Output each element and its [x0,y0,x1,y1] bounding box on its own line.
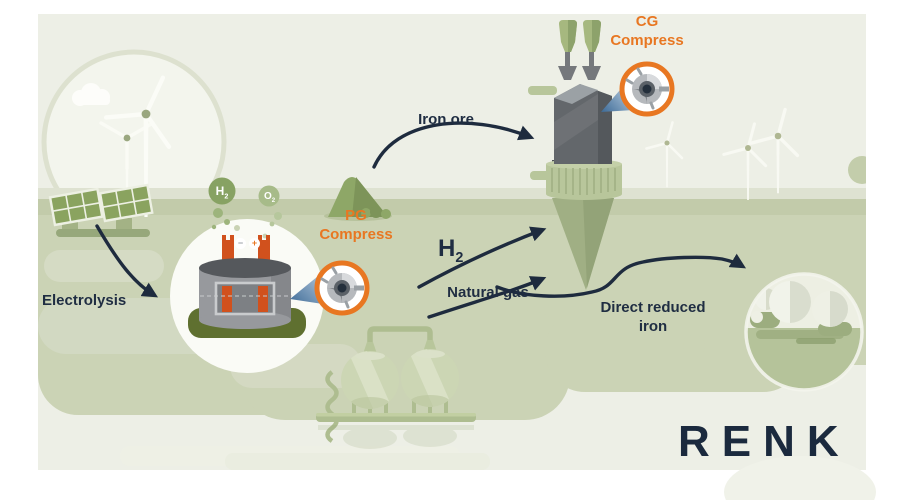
electrolyzer-minus-terminal: − [235,238,246,249]
iron-ore-pile-icon [324,177,392,221]
h2-arrow [417,226,547,289]
pg-compressor-callout [290,263,367,313]
pg-compress-line2: Compress [319,226,393,243]
shaft-furnace-icon [528,20,622,290]
electrolysis-label: Electrolysis [42,292,127,309]
h2-bubble-subscript: 2 [224,191,229,201]
electrolyzer-plus-terminal: + [249,238,260,249]
h2-subscript: 2 [455,249,464,266]
iron-ore-arrow [372,121,535,169]
dri-line1: Direct reduced [600,299,706,316]
h2-bubble-symbol: H [215,184,225,198]
bush-icon [848,156,866,184]
storage-tanks-icon [316,326,476,449]
iron-ore-label: Iron ore [418,111,474,128]
pg-compress-label: PG Compress [304,206,408,244]
wind-turbine-icon [99,75,172,217]
natural-gas-arrow [427,276,547,319]
ground-band [38,199,866,215]
h2-symbol: H [438,235,456,262]
direct-reduced-iron-arrow [495,253,747,298]
compressor-gear-icon [622,64,672,114]
pg-compress-line1: PG [345,207,367,224]
h2-stream-label: H2 [438,237,463,270]
logo-backdrop [724,456,876,500]
h2-bubble-label: H2 [206,185,238,202]
flow-arrows [95,121,747,319]
o2-bubble-subscript: 2 [271,198,276,204]
cg-compress-line1: CG [635,13,659,30]
electrolysis-arrow [95,224,159,298]
cg-compress-line2: Compress [610,32,684,49]
cloud-icon [72,83,110,106]
o2-bubble-symbol: O [263,191,272,202]
o2-bubble-label: O2 [257,192,282,206]
electrolyzer-icon [170,219,324,373]
dri-pellets-icon [744,272,864,392]
direct-reduced-iron-label: Direct reduced iron [591,298,715,336]
o2-bubble-icon [258,185,282,227]
cg-compress-label: CG Compress [595,12,699,50]
dri-line2: iron [638,318,668,335]
horizon-band [38,188,866,199]
renk-logo: RENK [678,417,851,466]
natural-gas-label: Natural gas [447,284,529,301]
h2-bubble-icon [208,177,236,230]
cg-compressor-callout [601,64,672,114]
compressor-gear-icon [317,263,367,313]
ground-reflections [120,446,490,470]
